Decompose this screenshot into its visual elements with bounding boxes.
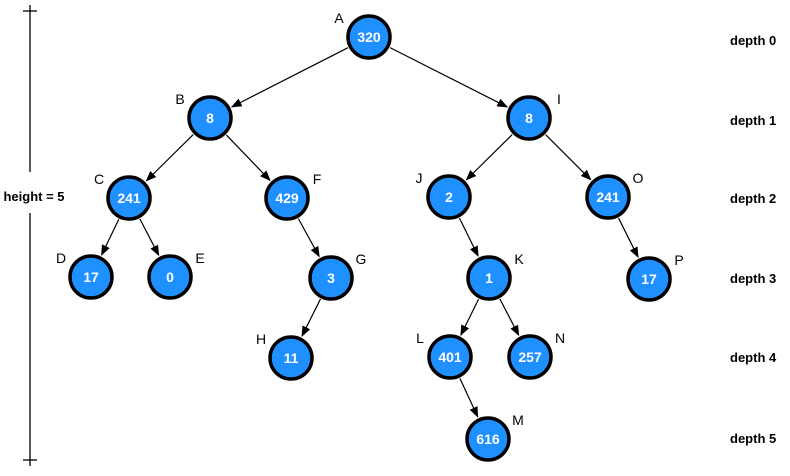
node-letter-B: B (175, 91, 184, 107)
node-circle-H (268, 335, 314, 381)
node-value-H: 11 (284, 350, 299, 366)
node-value-M: 616 (476, 431, 500, 447)
node-value-A: 320 (357, 29, 381, 45)
tree-node-O: 241 O (585, 170, 644, 220)
edge-B-C (145, 134, 194, 182)
height-label: height = 5 (3, 189, 64, 204)
tree-node-N: 257 N (507, 330, 565, 380)
node-circle-B (187, 95, 233, 141)
node-value-J: 2 (445, 189, 453, 205)
node-letter-D: D (56, 250, 66, 266)
node-value-L: 401 (438, 349, 462, 365)
node-circle-N (507, 334, 553, 380)
node-letter-M: M (512, 412, 524, 428)
node-value-F: 429 (275, 190, 299, 206)
tree-node-G: 3G (308, 251, 367, 301)
tree-node-L: 401 L (416, 330, 473, 380)
tree-node-K: 1K (466, 251, 524, 301)
tree-node-H: 11 H (256, 331, 314, 381)
tree-node-J: 2J (416, 170, 472, 220)
node-value-K: 1 (485, 270, 493, 286)
edge-L-M (459, 378, 479, 418)
node-letter-N: N (555, 330, 565, 346)
node-circle-L (427, 334, 473, 380)
height-annotation: height = 5 (3, 5, 65, 466)
tree-node-M: 616 M (465, 412, 524, 462)
depth-label-3: depth 3 (730, 271, 776, 286)
node-value-O: 241 (596, 189, 620, 205)
node-letter-J: J (416, 170, 423, 186)
node-circle-E (147, 254, 193, 300)
depth-label-0: depth 0 (730, 33, 776, 48)
node-value-C: 241 (117, 190, 141, 206)
node-letter-E: E (195, 250, 204, 266)
edge-I-J (465, 134, 513, 181)
edge-O-P (617, 217, 639, 259)
node-circle-C (106, 175, 152, 221)
node-circle-O (585, 174, 631, 220)
tree-node-F: 429 F (264, 171, 322, 221)
depth-label-1: depth 1 (730, 113, 776, 128)
node-circle-M (465, 416, 511, 462)
node-letter-I: I (557, 91, 561, 107)
node-letter-P: P (674, 252, 683, 268)
node-circle-A (346, 14, 392, 60)
depth-label-5: depth 5 (730, 431, 776, 446)
node-value-I: 8 (525, 110, 533, 126)
tree-node-A: 320 A (334, 10, 392, 60)
tree-node-C: 241 C (94, 171, 152, 221)
node-letter-C: C (94, 171, 104, 187)
edge-I-O (545, 134, 592, 181)
node-letter-A: A (334, 10, 344, 26)
node-value-D: 17 (83, 269, 99, 285)
node-value-P: 17 (641, 271, 657, 287)
node-circle-I (506, 95, 552, 141)
tree-node-D: 17 D (56, 250, 114, 300)
node-value-B: 8 (206, 110, 214, 126)
node-circle-K (466, 255, 512, 301)
node-circle-D (68, 254, 114, 300)
edge-K-N (499, 298, 520, 337)
node-value-E: 0 (166, 269, 174, 285)
edge-B-F (225, 134, 271, 182)
tree-node-I: 8I (506, 91, 561, 141)
edge-A-B (230, 47, 349, 108)
node-letter-L: L (416, 330, 424, 346)
tree-node-P: 17 P (626, 252, 684, 302)
edge-F-G (297, 218, 320, 258)
edge-A-I (389, 47, 509, 108)
tree-node-E: 0E (147, 250, 205, 300)
edge-K-L (460, 298, 480, 336)
tree-node-B: 8B (175, 91, 233, 141)
edge-J-K (458, 217, 479, 257)
edge-C-D (101, 218, 120, 256)
node-circle-J (426, 174, 472, 220)
node-letter-G: G (356, 251, 367, 267)
edge-G-H (301, 298, 322, 338)
node-circle-G (308, 255, 354, 301)
depth-label-4: depth 4 (730, 350, 777, 365)
node-value-N: 257 (518, 349, 542, 365)
node-letter-H: H (256, 331, 266, 347)
node-circle-F (264, 175, 310, 221)
node-letter-O: O (633, 170, 644, 186)
node-letter-F: F (313, 171, 322, 187)
depth-label-2: depth 2 (730, 191, 776, 206)
node-value-G: 3 (327, 270, 335, 286)
node-circle-P (626, 256, 672, 302)
edge-C-E (139, 218, 160, 257)
node-letter-K: K (514, 251, 524, 267)
